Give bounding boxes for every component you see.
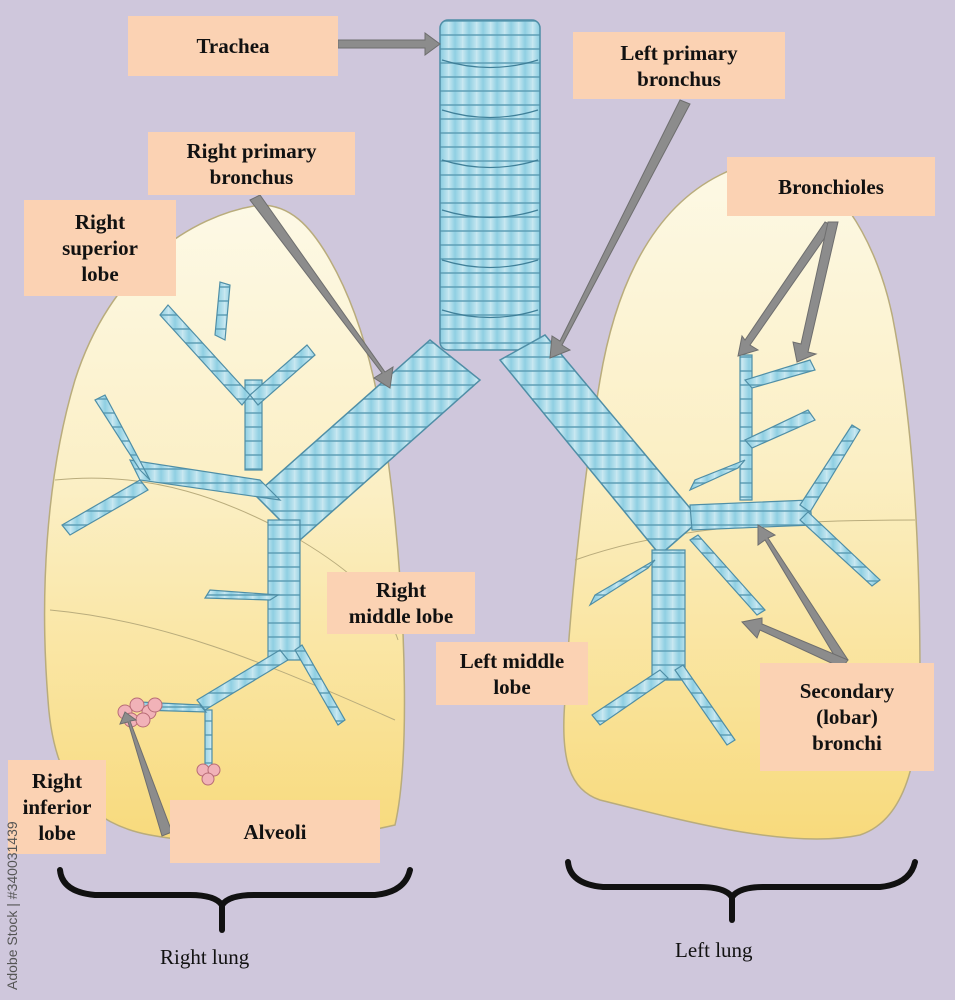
- label-right-inferior-lobe: Right inferior lobe: [8, 760, 106, 854]
- label-left-middle-lobe: Left middle lobe: [436, 642, 588, 705]
- stock-watermark: Adobe Stock | #340031439: [4, 821, 20, 990]
- label-right-primary-bronchus: Right primary bronchus: [148, 132, 355, 195]
- label-left-primary-bronchus: Left primary bronchus: [573, 32, 785, 99]
- label-secondary-lobar-bronchi: Secondary (lobar) bronchi: [760, 663, 934, 771]
- caption-left-lung: Left lung: [675, 938, 753, 962]
- label-alveoli: Alveoli: [170, 800, 380, 863]
- trachea-tube: [439, 19, 541, 351]
- caption-right-lung: Right lung: [160, 945, 250, 969]
- label-right-middle-lobe: Right middle lobe: [327, 572, 475, 634]
- label-bronchioles: Bronchioles: [727, 157, 935, 216]
- label-right-superior-lobe: Right superior lobe: [24, 200, 176, 296]
- label-trachea: Trachea: [128, 16, 338, 76]
